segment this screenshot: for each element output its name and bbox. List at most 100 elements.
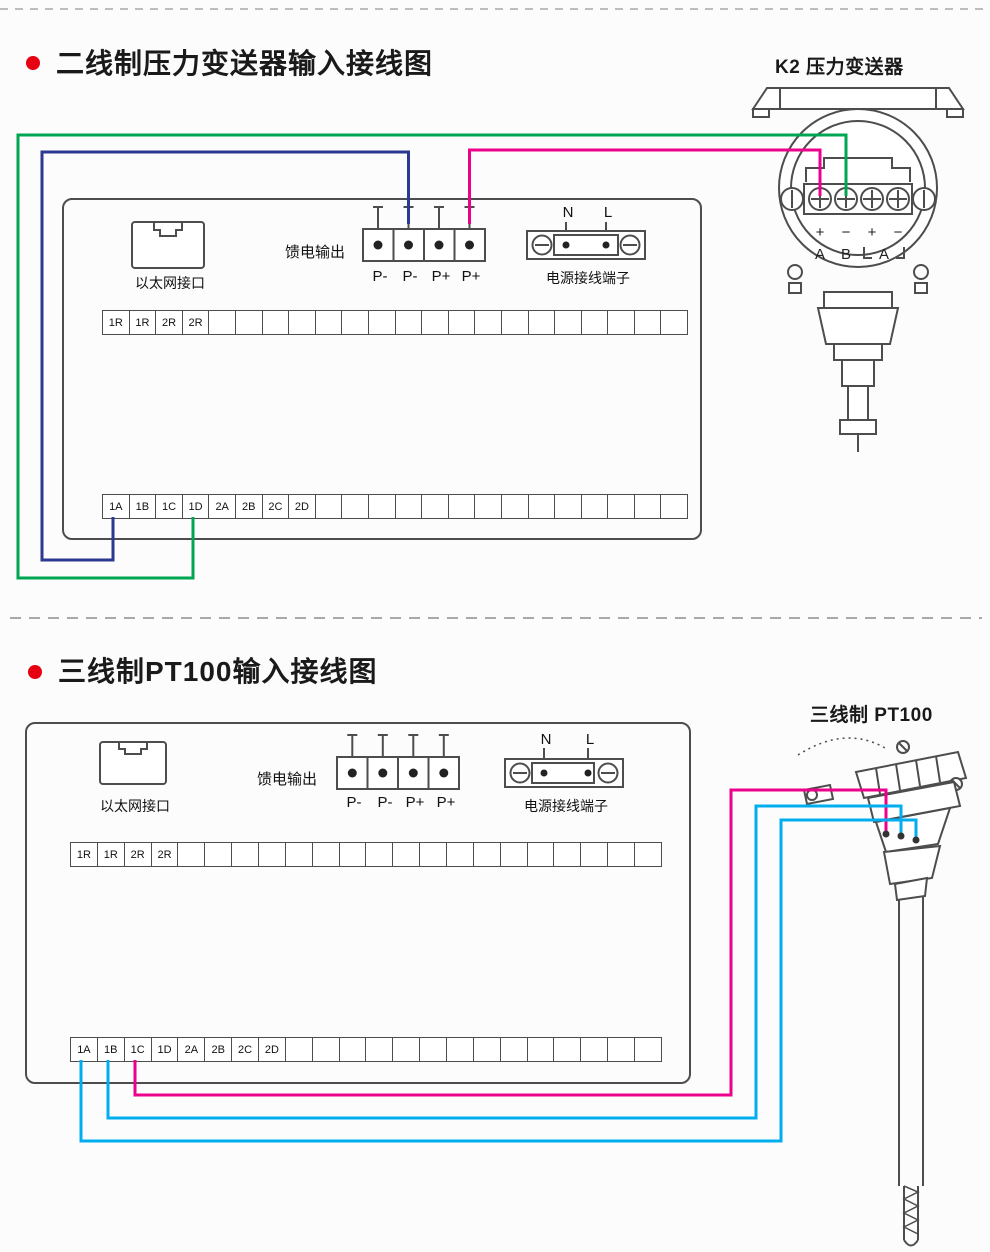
terminal-cell: 2R: [183, 311, 210, 334]
terminal-cell: 2D: [289, 495, 316, 518]
ethernet-port-label: 以太网接口: [135, 275, 205, 291]
transmitter-polarity-1: +: [816, 224, 825, 241]
terminal-cell: 1C: [125, 1038, 152, 1061]
terminal-cell: [420, 843, 448, 866]
terminal-cell: [420, 1038, 448, 1061]
terminal-cell: [236, 311, 263, 334]
terminal-cell: [635, 843, 661, 866]
terminal-cell: 2A: [178, 1038, 206, 1061]
pt100-sensor-drawing: [797, 737, 968, 1247]
terminal-cell: [205, 843, 233, 866]
terminal-cell: [555, 495, 582, 518]
feed-terminal-label: P+: [405, 794, 425, 811]
terminal-cell: [474, 843, 501, 866]
terminal-cell: [608, 843, 636, 866]
ethernet-port-icon: [99, 741, 167, 785]
terminal-cell: [369, 495, 396, 518]
terminal-cell: [313, 1038, 340, 1061]
power-n-label: N: [562, 204, 574, 221]
terminal-cell: [340, 843, 367, 866]
terminal-cell: [342, 495, 369, 518]
terminal-cell: 2R: [156, 311, 183, 334]
terminal-cell: [661, 495, 687, 518]
pressure-transmitter-drawing: [751, 87, 965, 452]
terminal-cell: 1R: [130, 311, 157, 334]
terminal-cell: [422, 311, 449, 334]
terminal-cell: 2R: [125, 843, 152, 866]
terminal-cell: 1A: [71, 1038, 98, 1061]
terminal-cell: [554, 843, 582, 866]
terminal-cell: [447, 1038, 474, 1061]
feed-terminal-label: P-: [402, 268, 418, 285]
terminal-cell: [635, 311, 662, 334]
terminal-cell: [635, 495, 662, 518]
terminal-cell: 2D: [259, 1038, 286, 1061]
terminal-cell: [449, 311, 476, 334]
terminal-cell: [289, 311, 316, 334]
terminal-cell: [635, 1038, 661, 1061]
power-l-label: L: [585, 731, 595, 748]
terminal-cell: [528, 1038, 555, 1061]
terminal-cell: [178, 843, 206, 866]
feed-terminal-label: P+: [436, 794, 456, 811]
terminal-cell: 1B: [98, 1038, 125, 1061]
terminal-cell: [502, 311, 529, 334]
terminal-cell: [555, 311, 582, 334]
terminal-cell: [366, 843, 394, 866]
terminal-cell: [313, 843, 340, 866]
feed-terminal-label: P-: [377, 794, 393, 811]
terminal-cell: [396, 311, 423, 334]
terminal-cell: [449, 495, 476, 518]
power-l-label: L: [603, 204, 613, 221]
terminal-cell: 2C: [232, 1038, 260, 1061]
terminal-cell: 2R: [152, 843, 179, 866]
feed-terminal-label: P-: [346, 794, 362, 811]
dotted-leader-line: [797, 737, 886, 756]
terminal-cell: 2B: [236, 495, 263, 518]
terminal-cell: [393, 1038, 421, 1061]
feed-terminal-label: P-: [372, 268, 388, 285]
terminal-cell: [369, 311, 396, 334]
ethernet-port-label: 以太网接口: [100, 798, 170, 814]
terminal-cell: 1R: [98, 843, 125, 866]
terminal-cell: [422, 495, 449, 518]
terminal-cell: [661, 311, 687, 334]
terminal-cell: [286, 1038, 313, 1061]
terminal-cell: [608, 495, 635, 518]
terminal-cell: [581, 1038, 609, 1061]
terminal-cell: 2B: [205, 1038, 233, 1061]
terminal-cell: 1R: [71, 843, 98, 866]
terminal-cell: [501, 843, 528, 866]
terminal-cell: [286, 843, 313, 866]
terminal-cell: [475, 495, 502, 518]
terminal-cell: [582, 311, 609, 334]
terminal-cell: 1B: [130, 495, 157, 518]
pt100-label: 三线制 PT100: [810, 705, 933, 726]
terminal-cell: 1D: [183, 495, 210, 518]
power-terminal-label: 电源接线端子: [546, 270, 630, 286]
terminal-cell: [608, 1038, 636, 1061]
terminal-cell: [608, 311, 635, 334]
terminal-cell: 2C: [263, 495, 290, 518]
feed-terminal-label: P+: [461, 268, 481, 285]
terminal-cell: [393, 843, 421, 866]
terminal-cell: [581, 843, 609, 866]
transmitter-polarity-2: −: [842, 224, 851, 241]
terminal-cell: [366, 1038, 394, 1061]
terminal-cell: 1C: [156, 495, 183, 518]
terminal-cell: 1D: [152, 1038, 179, 1061]
terminal-cell: 2A: [209, 495, 236, 518]
terminal-cell: [342, 311, 369, 334]
transmitter-polarity-4: −: [894, 224, 903, 241]
terminal-cell: [447, 843, 474, 866]
terminal-cell: [529, 495, 556, 518]
terminal-cell: 1A: [103, 495, 130, 518]
feed-terminal-label: P+: [431, 268, 451, 285]
terminal-cell: [232, 843, 260, 866]
